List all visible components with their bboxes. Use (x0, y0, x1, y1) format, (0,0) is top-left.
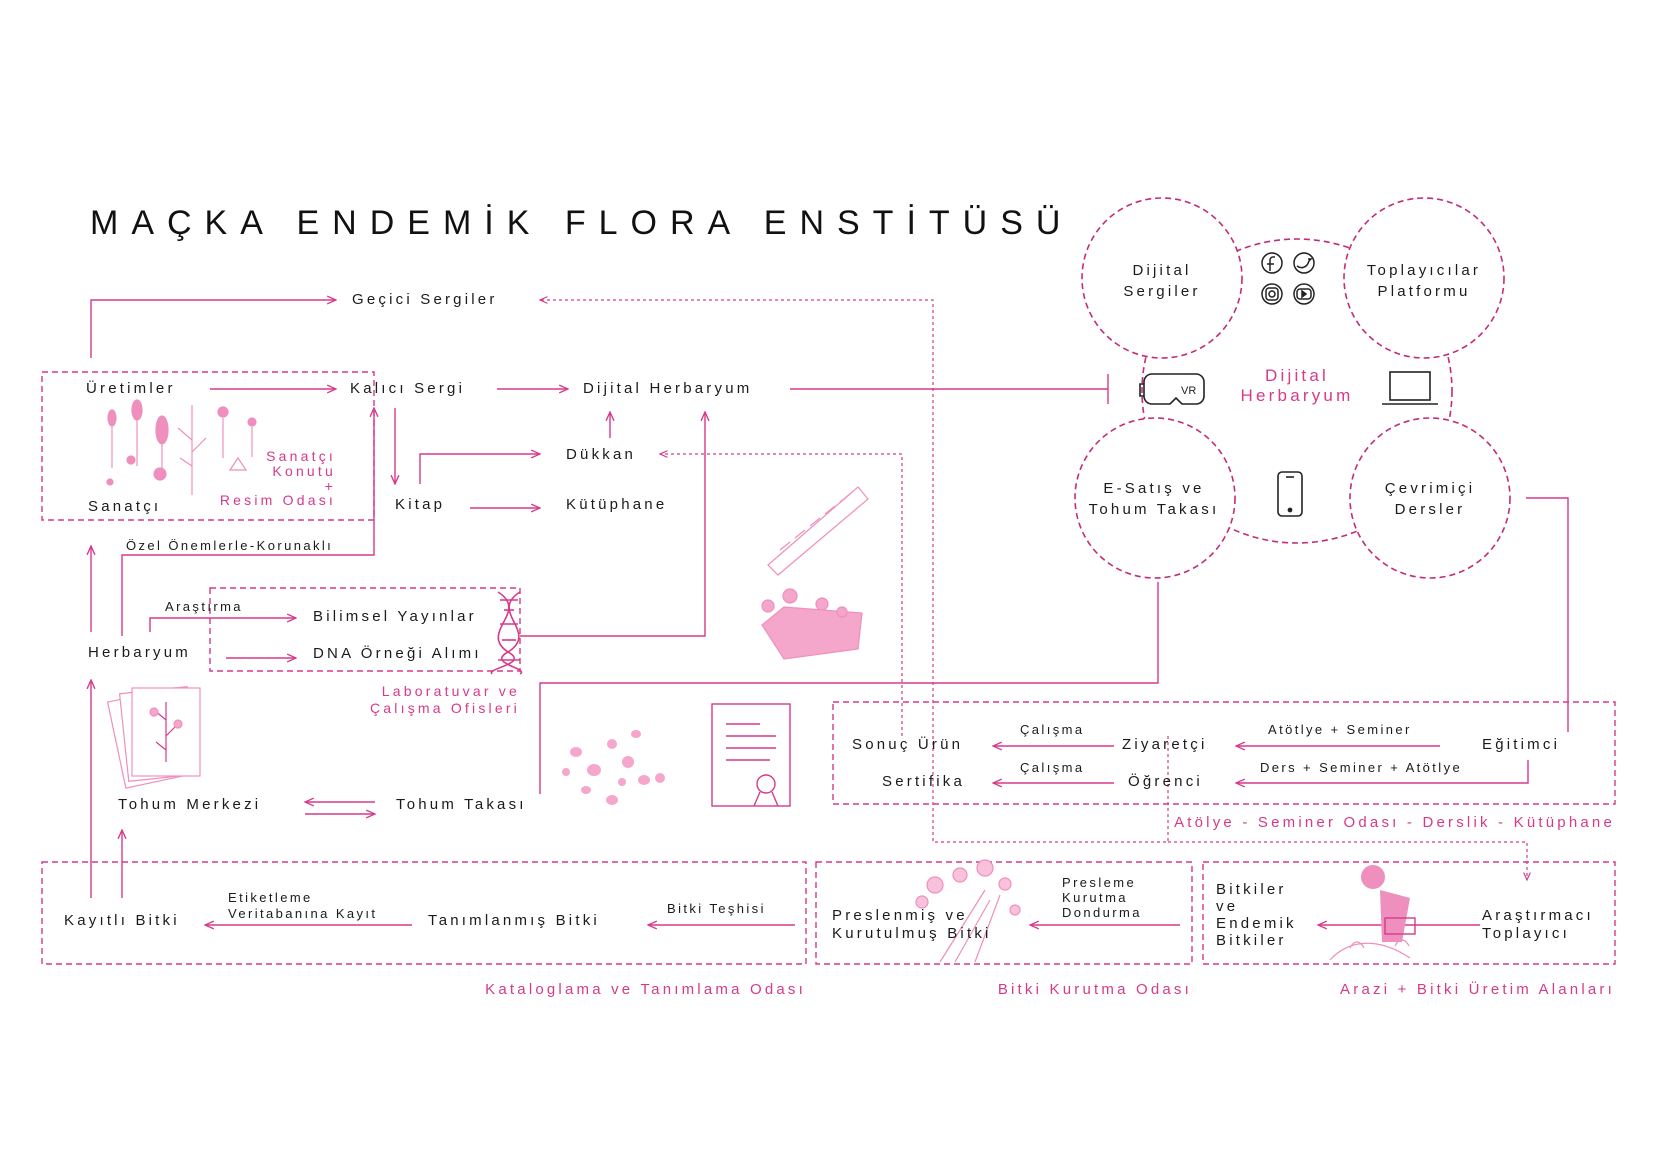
smartphone-icon (1277, 471, 1303, 517)
node-ozel-onemlerle: Özel Önemlerle-Korunaklı (126, 538, 334, 553)
zone-label-kurutma: Bitki Kurutma Odası (997, 981, 1192, 998)
node-sonuc-urun: Sonuç Ürün (852, 736, 964, 753)
laboratory-box (209, 587, 521, 672)
node-sanatci-konutu: Sanatçı Konutu + Resim Odası (219, 448, 336, 509)
node-ziyaretci: Ziyaretçi (1122, 736, 1208, 753)
node-gecici-sergiler: Geçici Sergiler (352, 291, 498, 308)
node-atolye-seminer: Atötlye + Seminer (1268, 722, 1412, 737)
node-presleme: Presleme Kurutma Dondurma (1062, 875, 1142, 920)
digital-center-ring (1141, 238, 1453, 544)
digital-cevrimici: Çevrimiçi Dersler (1384, 480, 1476, 518)
arrow-herb-arastirma (149, 618, 296, 632)
page-title: MAÇKA ENDEMİK FLORA ENSTİTÜSÜ (90, 204, 1074, 242)
node-laboratuvar: Laboratuvar ve Çalışma Ofisleri (370, 683, 520, 717)
seeds-illustration (562, 730, 665, 805)
node-ders-seminer: Ders + Seminer + Atötlye (1260, 760, 1463, 775)
digital-center-label: Dijital Herbaryum (1240, 366, 1354, 406)
herbarium-sheets-icon (106, 686, 201, 789)
node-dna-ornegi: DNA Örneği Alımı (313, 645, 482, 662)
node-arastirma: Araştırma (165, 599, 243, 614)
node-kutuphane: Kütüphane (566, 496, 668, 513)
node-tanimlanmis-bitki: Tanımlanmış Bitki (428, 912, 600, 929)
flower-illustration (761, 486, 869, 660)
node-herbaryum: Herbaryum (88, 644, 191, 661)
zone-label-atolye: Atölye - Seminer Odası - Derslik - Kütüp… (1174, 814, 1615, 831)
facebook-icon (1261, 252, 1283, 274)
node-dijital-herbaryum: Dijital Herbaryum (583, 380, 753, 397)
node-ogrenci: Öğrenci (1128, 773, 1203, 790)
circle-esatis (1074, 417, 1236, 579)
node-egitimci: Eğitimci (1482, 736, 1561, 753)
instagram-icon (1261, 283, 1283, 305)
zone-label-kataloglama: Kataloglama ve Tanımlama Odası (485, 981, 806, 998)
dna-icon (490, 591, 523, 675)
node-etiketleme: Etiketleme Veritabanına Kayıt (228, 890, 378, 921)
node-bilimsel-yayinlar: Bilimsel Yayınlar (313, 608, 477, 625)
cataloguing-box (41, 861, 807, 965)
line-ozel-to-kalici (121, 408, 374, 636)
certificate-icon (711, 703, 791, 807)
node-preslenmis: Preslenmiş ve Kurutulmuş Bitki (832, 907, 992, 942)
youtube-icon (1293, 283, 1315, 305)
node-uretimler: Üretimler (86, 380, 176, 397)
zone-label-arazi: Arazi + Bitki Üretim Alanları (1340, 981, 1615, 998)
twitter-icon (1293, 252, 1315, 274)
workshop-box (832, 701, 1616, 805)
node-dukkan: Dükkan (566, 446, 637, 463)
line-cevrimici-egitimci (1526, 497, 1569, 732)
node-sanatci: Sanatçı (88, 498, 162, 515)
line-esatis-to-tohum (539, 582, 1159, 794)
node-tohum-takasi: Tohum Takası (396, 796, 527, 813)
circle-toplayicilar (1343, 197, 1505, 359)
dotted-sonuc-to-dukkan (660, 454, 903, 736)
zone-boxes (41, 371, 1616, 965)
dotted-connectors (540, 300, 1527, 880)
arrow-egitimci-ogrenci (1236, 760, 1529, 783)
arrow-kitap-dukkan (419, 454, 540, 484)
node-kitap: Kitap (395, 496, 446, 513)
plant-specimens-illustration (106, 399, 257, 495)
social-icons (1261, 252, 1315, 305)
digital-esatis: E-Satış ve Tohum Takası (1088, 480, 1220, 518)
node-kalici-sergi: Kalıcı Sergi (350, 380, 466, 397)
node-kayitli-bitki: Kayıtlı Bitki (64, 912, 180, 929)
node-bitkiler-endemik: Bitkiler ve Endemik Bitkiler (1216, 881, 1297, 950)
laptop-icon (1382, 371, 1438, 405)
node-tohum-merkezi: Tohum Merkezi (118, 796, 262, 813)
node-arastirmaci: Araştırmacı Toplayıcı (1482, 907, 1594, 942)
circle-cevrimici (1349, 417, 1511, 579)
circle-dijital-sergiler (1081, 197, 1243, 359)
dotted-visitor-to-gecici (540, 300, 1169, 843)
pressed-flowers-illustration (915, 859, 1021, 963)
digital-toplayicilar: Toplayıcılar Platformu (1366, 262, 1482, 300)
digital-dijital-sergiler: Dijital Sergiler (1123, 262, 1201, 300)
node-sertifika: Sertifika (882, 773, 965, 790)
vr-headset-icon: VR (1139, 373, 1205, 405)
drying-box (815, 861, 1193, 965)
connectors (90, 300, 1569, 925)
line-herb-to-gecici (90, 300, 336, 358)
dotted-to-field (1168, 841, 1527, 880)
digital-cluster (1074, 197, 1511, 579)
node-calisma-2: Çalışma (1020, 760, 1085, 775)
vr-label: VR (1181, 385, 1196, 397)
node-bitki-teshisi: Bitki Teşhisi (667, 901, 766, 916)
field-box (1202, 861, 1616, 965)
gardener-icon (1329, 865, 1416, 961)
node-calisma-1: Çalışma (1020, 722, 1085, 737)
line-dna-to-dijital (520, 412, 705, 637)
